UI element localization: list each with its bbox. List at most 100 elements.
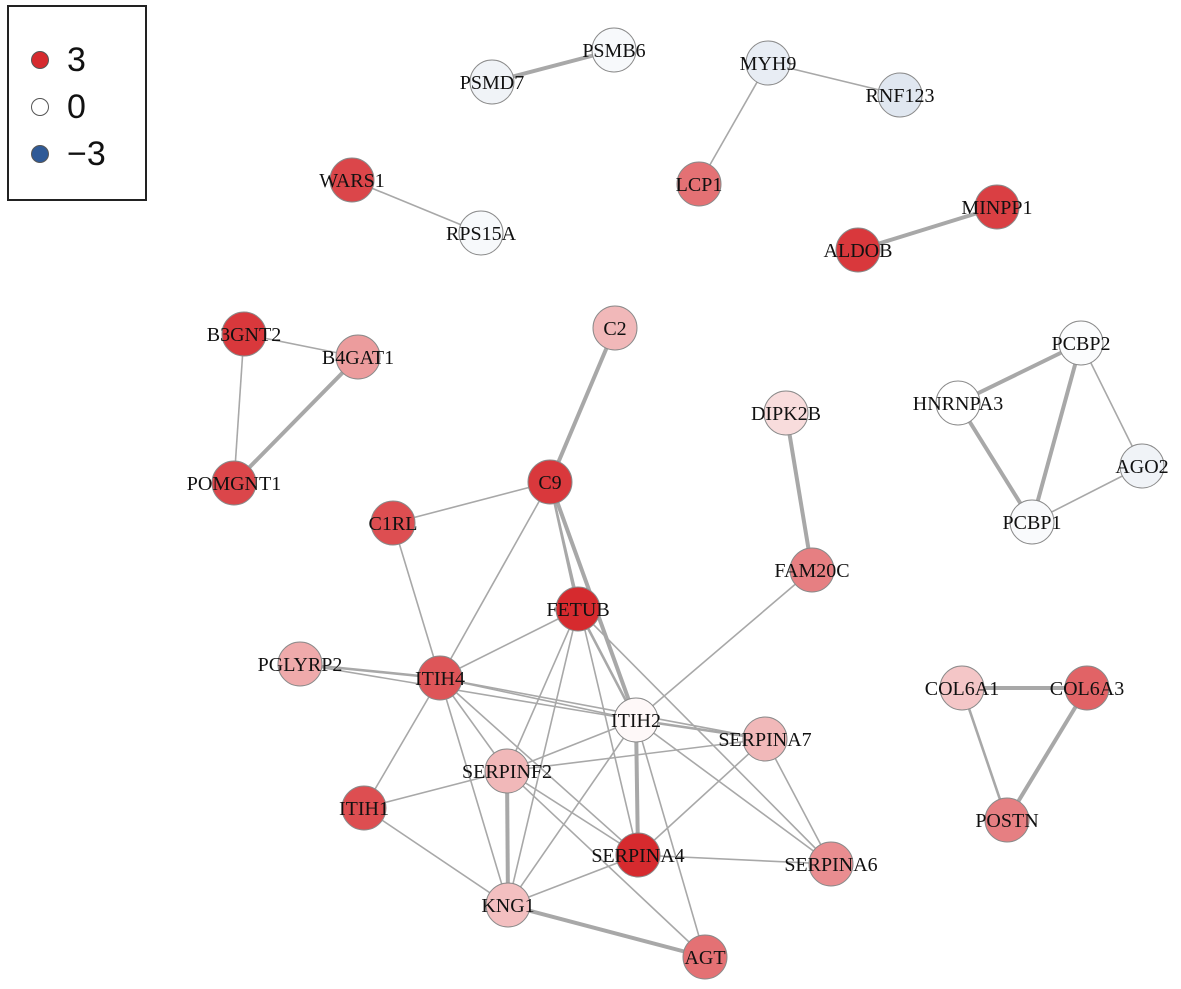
node-fam20c[interactable]: FAM20C [774, 547, 850, 593]
node-circle[interactable] [329, 157, 375, 203]
edge-col6a1-postn [960, 687, 1009, 821]
node-dipk2b[interactable]: DIPK2B [751, 390, 821, 436]
node-circle[interactable] [615, 832, 661, 878]
node-label: PCBP1 [1003, 512, 1062, 534]
node-serpina7[interactable]: SERPINA7 [718, 716, 812, 762]
node-col6a1[interactable]: COL6A1 [925, 665, 999, 711]
edge-itih4-itih1 [363, 677, 441, 809]
node-circle[interactable] [763, 390, 809, 436]
node-circle[interactable] [484, 748, 530, 794]
node-circle[interactable] [469, 59, 515, 105]
node-circle[interactable] [555, 586, 601, 632]
node-circle[interactable] [458, 210, 504, 256]
node-circle[interactable] [835, 227, 881, 273]
node-circle[interactable] [935, 380, 981, 426]
node-circle[interactable] [592, 305, 638, 351]
edge-serpinf2-serpina4 [506, 770, 639, 856]
node-col6a3[interactable]: COL6A3 [1050, 665, 1124, 711]
node-rps15a[interactable]: RPS15A [446, 210, 517, 256]
node-minpp1[interactable]: MINPP1 [961, 184, 1033, 230]
node-c1rl[interactable]: C1RL [369, 500, 418, 546]
node-circle[interactable] [341, 785, 387, 831]
node-circle[interactable] [1009, 499, 1055, 545]
edge-serpina7-serpinf2 [506, 738, 766, 772]
node-label: C9 [538, 472, 561, 494]
node-ago2[interactable]: AGO2 [1115, 443, 1169, 489]
edge-kng1-agt [507, 903, 706, 959]
node-psmd7[interactable]: PSMD7 [460, 59, 524, 105]
node-pglyrp2[interactable]: PGLYRP2 [258, 641, 343, 687]
node-b4gat1[interactable]: B4GAT1 [322, 334, 394, 380]
node-circle[interactable] [742, 716, 788, 762]
node-label: SERPINA4 [591, 845, 684, 867]
node-label: SERPINA6 [784, 854, 877, 876]
edge-itih2-serpinf2 [506, 719, 637, 772]
node-wars1[interactable]: WARS1 [319, 157, 385, 203]
node-label: PGLYRP2 [258, 654, 343, 676]
node-circle[interactable] [277, 641, 323, 687]
node-postn[interactable]: POSTN [975, 797, 1039, 843]
node-label: RNF123 [866, 85, 935, 107]
legend-row-low: −3 [31, 134, 106, 174]
edge-fetub-serpinf2 [506, 608, 579, 772]
node-pcbp1[interactable]: PCBP1 [1003, 499, 1062, 545]
node-label: DIPK2B [751, 403, 821, 425]
node-kng1[interactable]: KNG1 [481, 882, 535, 928]
node-circle[interactable] [808, 841, 854, 887]
node-serpina4[interactable]: SERPINA4 [591, 832, 685, 878]
node-label: RPS15A [446, 223, 517, 245]
node-b3gnt2[interactable]: B3GNT2 [207, 311, 281, 357]
node-circle[interactable] [591, 27, 637, 73]
edge-itih4-serpina7 [439, 677, 766, 740]
node-circle[interactable] [1119, 443, 1165, 489]
edge-itih1-kng1 [363, 807, 509, 906]
node-rnf123[interactable]: RNF123 [866, 72, 935, 118]
node-label: HNRNPA3 [913, 393, 1003, 415]
node-lcp1[interactable]: LCP1 [676, 161, 723, 207]
node-circle[interactable] [1064, 665, 1110, 711]
node-label: AGO2 [1115, 456, 1168, 478]
node-circle[interactable] [211, 460, 257, 506]
node-circle[interactable] [485, 882, 531, 928]
node-circle[interactable] [1058, 320, 1104, 366]
node-pomgnt1[interactable]: POMGNT1 [187, 460, 281, 506]
node-circle[interactable] [789, 547, 835, 593]
node-circle[interactable] [613, 697, 659, 743]
node-myh9[interactable]: MYH9 [740, 40, 797, 86]
edge-itih2-serpina4 [634, 719, 640, 856]
node-itih1[interactable]: ITIH1 [339, 785, 389, 831]
node-circle[interactable] [417, 655, 463, 701]
node-circle[interactable] [527, 459, 573, 505]
node-circle[interactable] [939, 665, 985, 711]
node-aldob[interactable]: ALDOB [824, 227, 893, 273]
node-agt[interactable]: AGT [682, 934, 728, 980]
edge-serpina7-serpina4 [637, 738, 766, 856]
node-circle[interactable] [370, 500, 416, 546]
node-label: B4GAT1 [322, 347, 394, 369]
node-c9[interactable]: C9 [527, 459, 573, 505]
node-circle[interactable] [676, 161, 722, 207]
node-circle[interactable] [877, 72, 923, 118]
node-circle[interactable] [682, 934, 728, 980]
node-psmb6[interactable]: PSMB6 [582, 27, 646, 73]
edge-itih4-kng1 [439, 677, 509, 906]
edge-hnrnpa3-pcbp1 [956, 401, 1034, 524]
node-fetub[interactable]: FETUB [546, 586, 610, 632]
node-serpina6[interactable]: SERPINA6 [784, 841, 878, 887]
edge-wars1-rps15a [351, 179, 482, 234]
node-circle[interactable] [974, 184, 1020, 230]
edge-c2-c9 [548, 327, 617, 483]
node-serpinf2[interactable]: SERPINF2 [462, 748, 552, 794]
node-circle[interactable] [335, 334, 381, 380]
node-label: COL6A3 [1050, 678, 1124, 700]
node-circle[interactable] [221, 311, 267, 357]
edge-pcbp2-pcbp1 [1030, 342, 1083, 523]
node-circle[interactable] [984, 797, 1030, 843]
node-label: MYH9 [740, 53, 797, 75]
node-pcbp2[interactable]: PCBP2 [1052, 320, 1111, 366]
node-itih2[interactable]: ITIH2 [611, 697, 661, 743]
node-c2[interactable]: C2 [592, 305, 638, 351]
node-circle[interactable] [745, 40, 791, 86]
node-hnrnpa3[interactable]: HNRNPA3 [913, 380, 1003, 426]
node-itih4[interactable]: ITIH4 [415, 655, 465, 701]
